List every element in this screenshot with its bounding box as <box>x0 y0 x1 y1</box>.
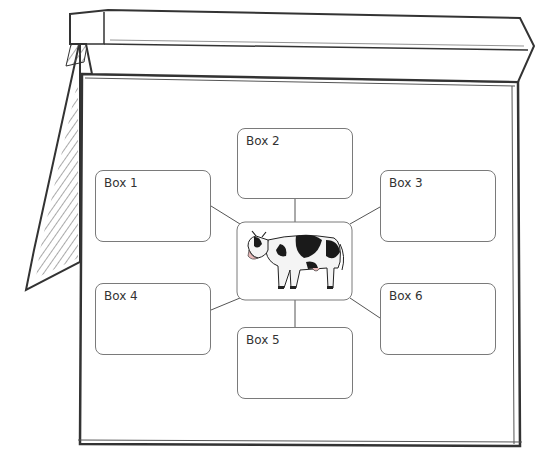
text-box: Box 4 <box>95 283 211 355</box>
box-flap <box>26 40 80 290</box>
connector-lines <box>211 199 380 327</box>
text-box: Box 2 <box>237 128 353 199</box>
box-label: Box 2 <box>246 134 280 148</box>
lid-edge <box>86 12 104 44</box>
box-label: Box 6 <box>389 289 423 303</box>
flap-shading <box>36 80 78 278</box>
box-label: Box 4 <box>104 289 138 303</box>
sketch-line <box>110 40 524 46</box>
box-label: Box 5 <box>246 333 280 347</box>
box-front <box>80 74 520 446</box>
box-label: Box 3 <box>389 176 423 190</box>
text-box: Box 1 <box>95 170 211 242</box>
picture-frame <box>237 222 352 300</box>
text-box: Box 5 <box>237 327 353 399</box>
box-lid <box>70 10 534 82</box>
text-box: Box 3 <box>380 170 496 242</box>
cow-illustration <box>248 231 344 289</box>
sketch-line <box>512 86 514 444</box>
text-box: Box 6 <box>380 283 496 355</box>
sketch-line <box>78 440 522 442</box>
box-label: Box 1 <box>104 176 138 190</box>
